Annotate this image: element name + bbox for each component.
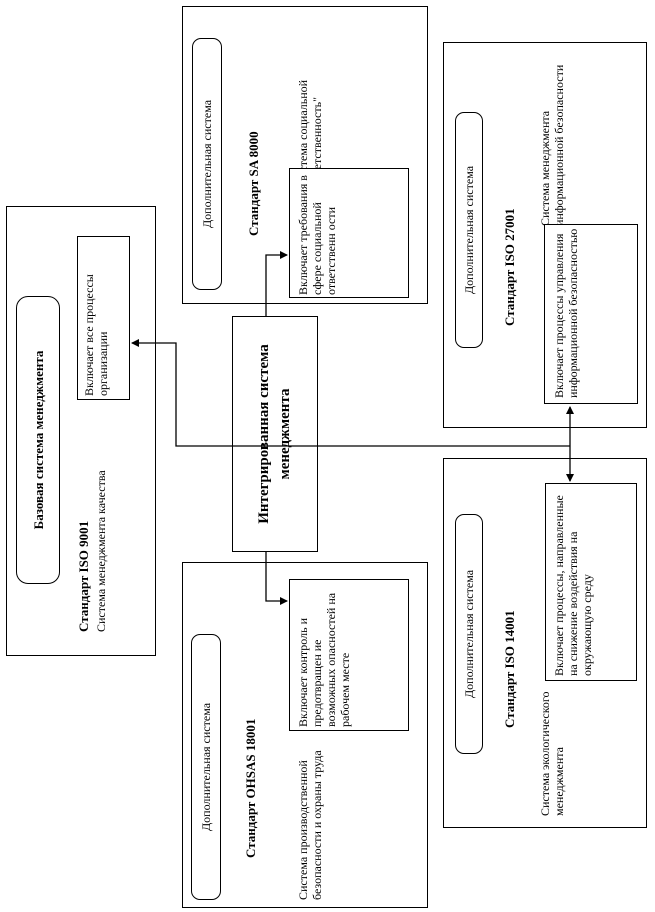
integrated-system-box [232, 316, 318, 552]
iso14001-includes-box [545, 483, 637, 681]
arrow-to-ohsas [265, 552, 288, 605]
base-includes-box [77, 236, 130, 400]
ohsas-includes-box [289, 579, 409, 731]
sa8000-includes-box [289, 168, 409, 298]
arrow-to-base-system [131, 339, 570, 447]
base-system-label-box [16, 296, 60, 584]
arrow-to-sa8000 [265, 251, 288, 316]
iso27001-includes-box [544, 224, 638, 404]
